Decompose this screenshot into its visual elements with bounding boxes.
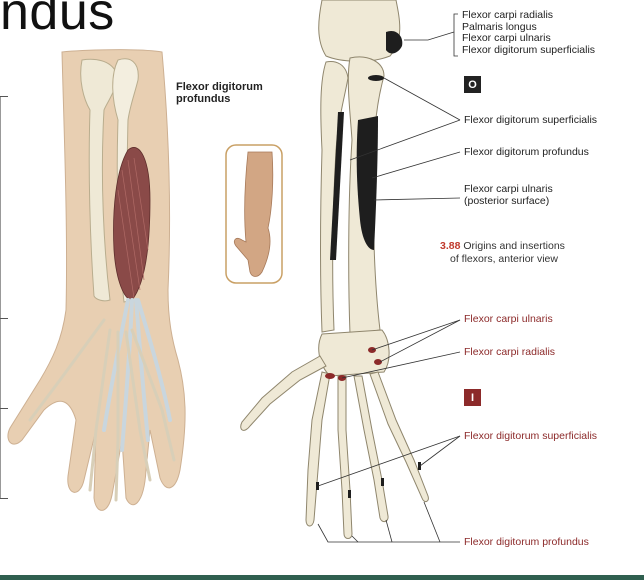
bottom-accent-bar: [0, 575, 644, 580]
label-ins-fds: Flexor digitorum superficialis: [464, 430, 598, 442]
label-ins-fcu: Flexor carpi ulnaris: [464, 313, 553, 325]
finger-middle: [337, 375, 353, 539]
label-origin-fcu-line: (posterior surface): [464, 194, 550, 207]
left-tick: [0, 498, 8, 499]
origin-fcu-line: [330, 112, 344, 260]
label-ins-fdp: Flexor digitorum profundus: [464, 536, 589, 548]
leader-top-group: [404, 31, 455, 41]
caption-line-2: of flexors, anterior view: [450, 253, 558, 265]
label-origin-fcu: Flexor carpi ulnaris (posterior surface): [464, 183, 553, 207]
leader-ins-fdp-d: [423, 501, 441, 543]
muscle-heading: Flexor digitorum profundus: [176, 81, 263, 105]
muscle-fibers: [117, 157, 149, 299]
figure-caption: 3.88 Origins and insertions of flexors, …: [440, 240, 565, 266]
leader-top-bracket: [453, 13, 458, 57]
finger-ring: [353, 375, 389, 523]
thumb: [240, 355, 327, 431]
left-tick: [0, 408, 8, 409]
leader-ins-fcr: [341, 351, 461, 379]
muscle-heading-line: Flexor digitorum: [176, 81, 263, 93]
forearm-with-muscle-illustration: [7, 49, 186, 511]
label-ins-fcr: Flexor carpi radialis: [464, 346, 556, 358]
left-border-line: [0, 96, 1, 498]
label-origin-fcu-line: Flexor carpi ulnaris: [464, 183, 553, 195]
muscle-heading-line: profundus: [176, 93, 231, 105]
leader-lines: [317, 13, 461, 543]
label-top-group: Flexor carpi radialis Palmaris longus Fl…: [462, 9, 596, 56]
origin-fds: [368, 75, 384, 81]
leader-ins-fdp-base: [317, 523, 460, 543]
carpals: [318, 329, 390, 377]
caption-line-1: Origins and insertions: [463, 240, 565, 252]
leader-ins-fcu-2: [379, 319, 461, 363]
origin-fdp: [356, 116, 378, 250]
label-fcr: Flexor carpi radialis: [462, 9, 554, 21]
label-palmaris-longus: Palmaris longus: [462, 20, 537, 33]
insertion-key-box: I: [464, 389, 481, 406]
figure-number: 3.88: [440, 240, 461, 252]
insertion-fcu-2: [374, 359, 382, 365]
left-tick: [0, 318, 8, 319]
leader-ins-fdp-b: [351, 535, 359, 543]
hand-bones: [28, 318, 176, 502]
leader-ins-fdp-c: [385, 519, 393, 543]
forearm-position-inset: [225, 144, 283, 284]
label-fds: Flexor digitorum superficialis: [462, 43, 596, 56]
origin-marks: [330, 30, 403, 260]
leader-ins-fcu: [371, 319, 461, 351]
finger-index: [305, 371, 331, 527]
leader-ins-fds-a: [317, 435, 461, 487]
leader-origin-fcu: [373, 197, 461, 201]
insertion-fcr-1: [325, 373, 335, 379]
leader-origin-fds-b: [349, 119, 461, 161]
slide-title: ndus: [0, 0, 115, 41]
leader-origin-fdp: [371, 151, 461, 179]
label-origin-fds: Flexor digitorum superficialis: [464, 114, 598, 126]
leader-origin-fds-a: [383, 77, 461, 121]
label-origin-fdp: Flexor digitorum profundus: [464, 146, 589, 158]
humerus-distal: [318, 0, 401, 62]
origin-common-flexor: [386, 30, 403, 54]
leader-ins-fds-b: [419, 435, 461, 467]
fdp-tendons: [102, 298, 172, 452]
left-tick: [0, 96, 8, 97]
origin-key-box: O: [464, 76, 481, 93]
label-fcu: Flexor carpi ulnaris: [462, 32, 551, 44]
insertion-phalanx-marks: [316, 462, 421, 498]
